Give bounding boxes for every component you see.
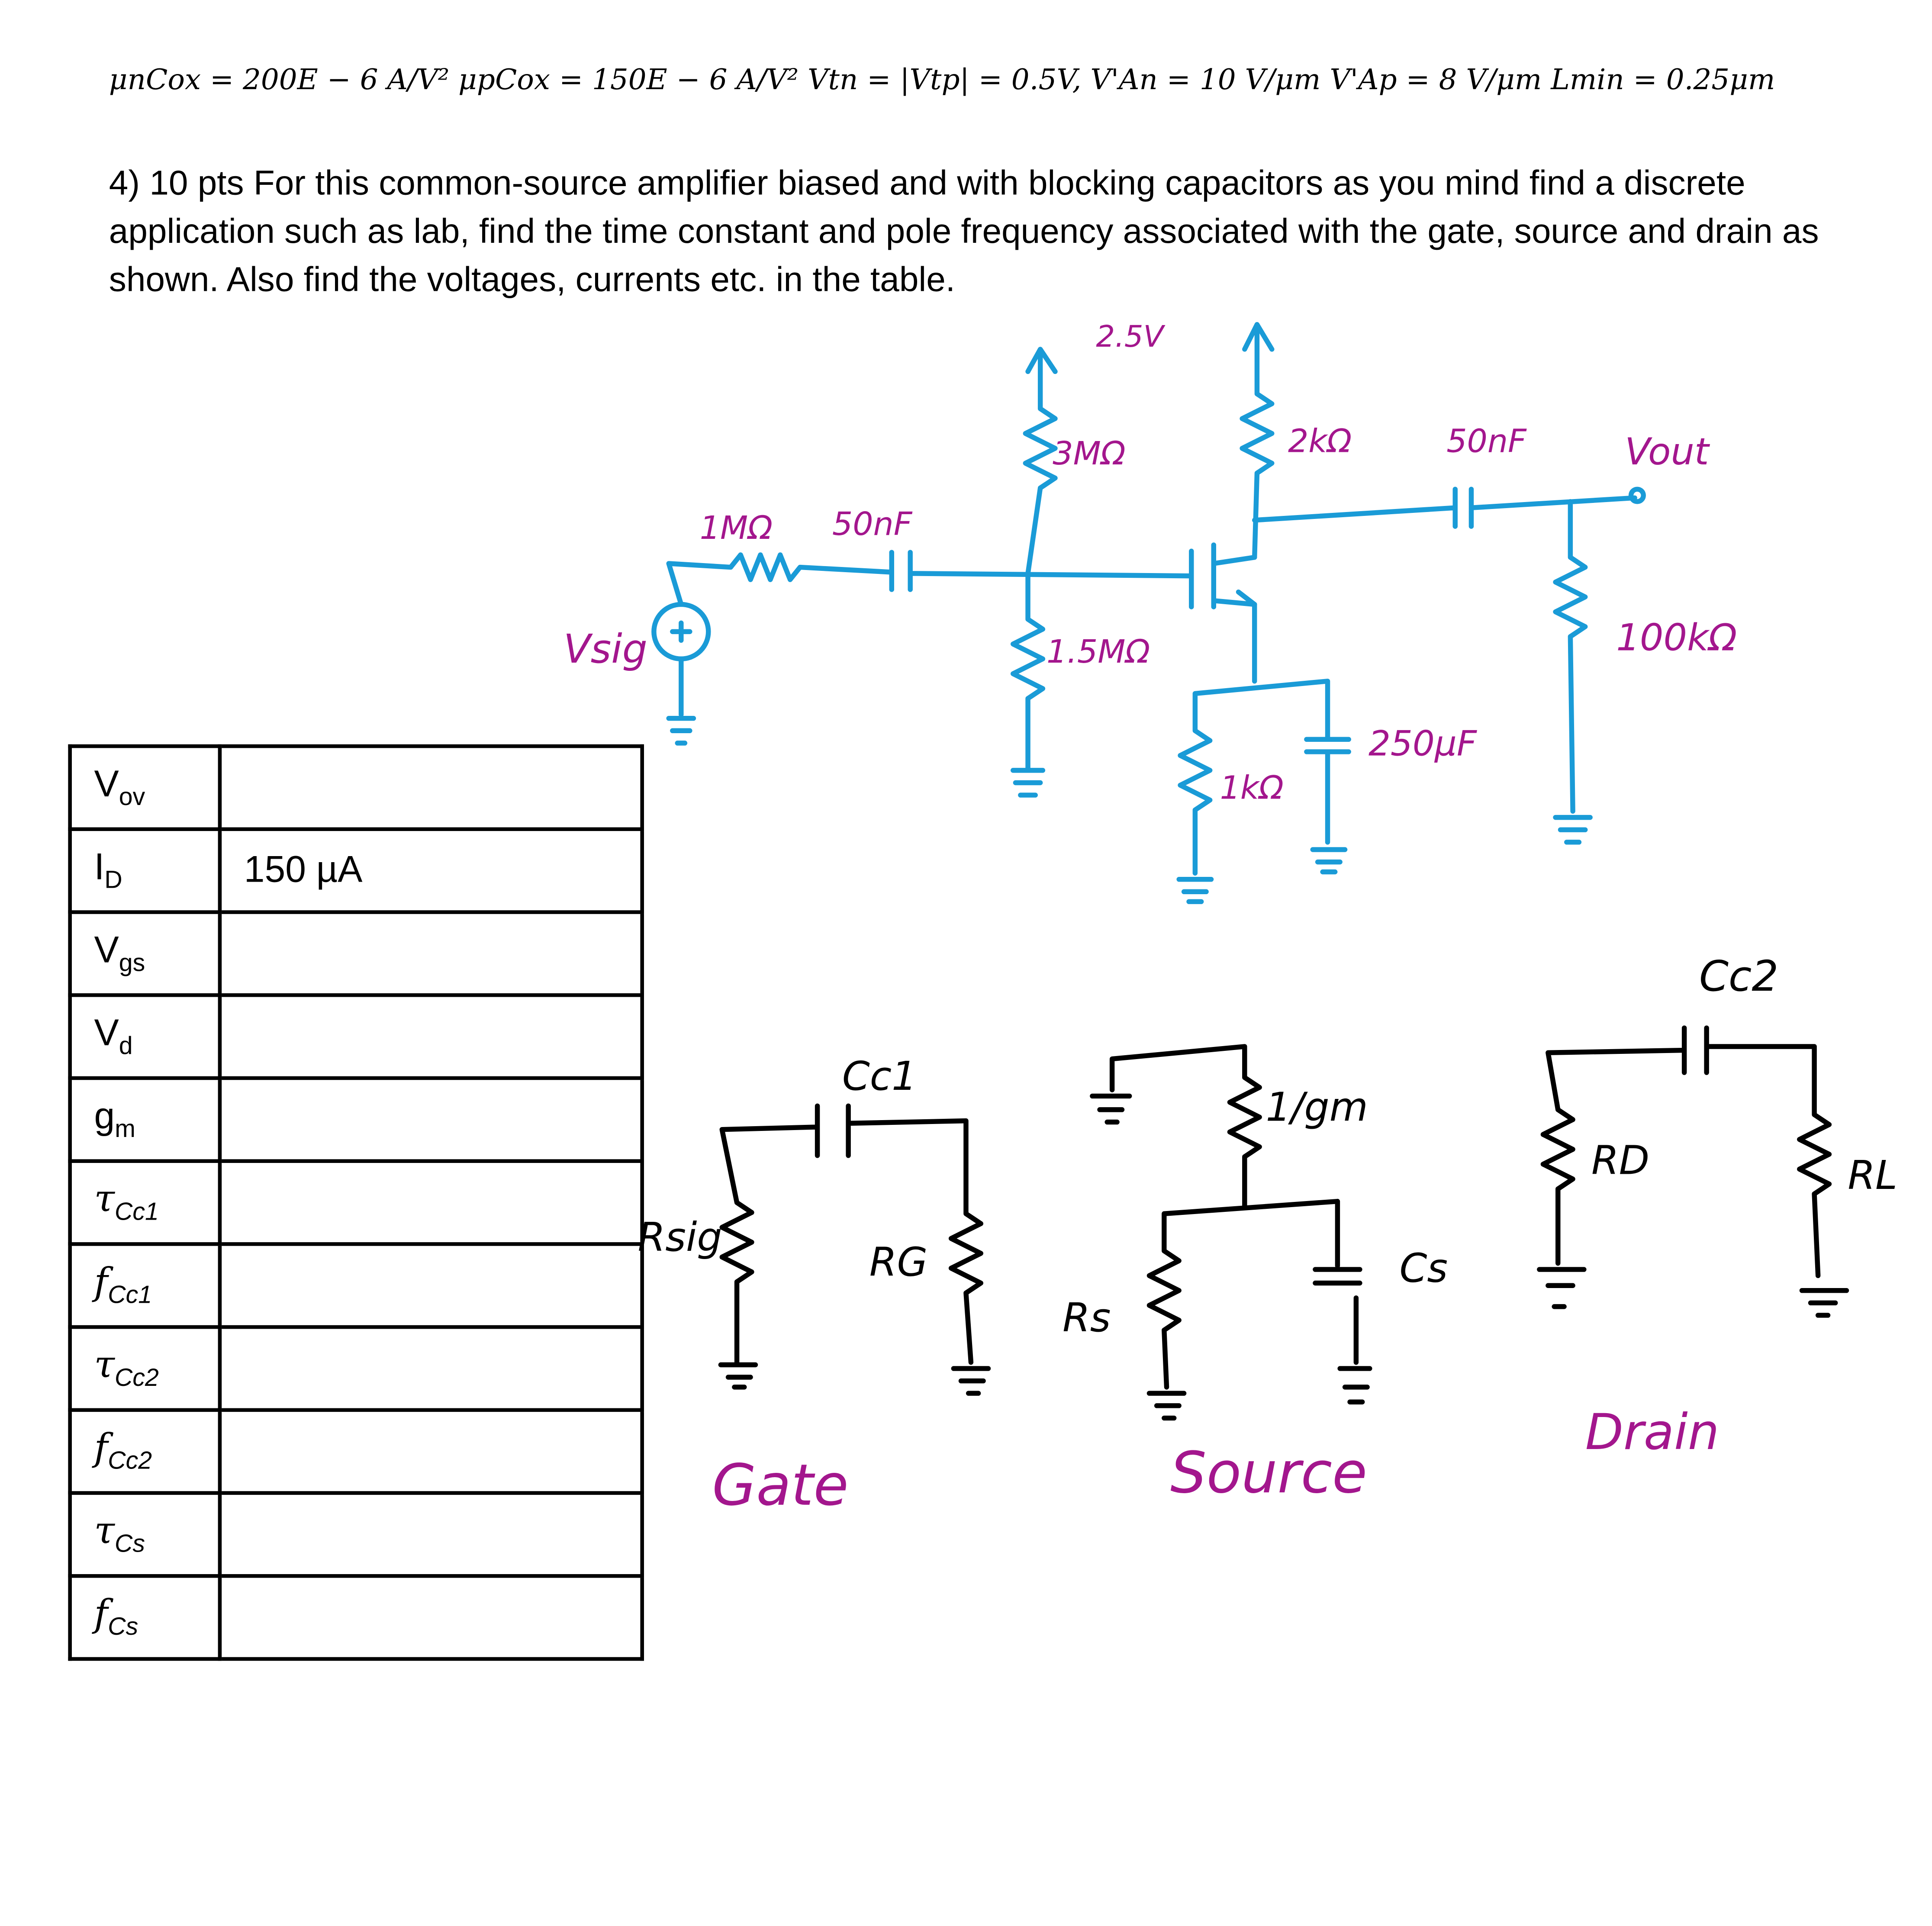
symbol: τ bbox=[94, 1178, 115, 1221]
question-text: 4) 10 pts For this common-source amplifi… bbox=[109, 163, 1819, 299]
r-d-label: 2kΩ bbox=[1288, 422, 1352, 460]
subscript: Cc2 bbox=[108, 1448, 152, 1475]
r-load-label: 100kΩ bbox=[1616, 616, 1737, 659]
row-label: Vov bbox=[68, 744, 222, 831]
subscript: gs bbox=[119, 949, 145, 977]
source-title: Source bbox=[1170, 1440, 1367, 1506]
c-s-label: 250μF bbox=[1368, 724, 1478, 764]
row-label: Vgs bbox=[68, 910, 222, 997]
subscript: D bbox=[104, 866, 122, 894]
row-value[interactable]: 150 µA bbox=[218, 827, 644, 914]
row-label: ID bbox=[68, 827, 222, 914]
row-label: fCs bbox=[68, 1574, 222, 1661]
symbol: f bbox=[94, 1427, 108, 1470]
subscript: Cc1 bbox=[115, 1198, 159, 1226]
gate-title: Gate bbox=[712, 1453, 848, 1519]
gate-cap-label: Cc1 bbox=[842, 1053, 917, 1099]
subscript: Cc1 bbox=[108, 1282, 152, 1309]
table-row: fCs bbox=[68, 1574, 644, 1661]
table-row: Vov bbox=[68, 744, 644, 831]
row-value[interactable] bbox=[218, 1159, 644, 1246]
r-s-label: 1kΩ bbox=[1220, 769, 1284, 807]
c-out-label: 50nF bbox=[1446, 422, 1527, 460]
symbol: f bbox=[94, 1592, 108, 1636]
row-value[interactable] bbox=[218, 1408, 644, 1495]
c-in-label: 50nF bbox=[832, 505, 913, 543]
row-value[interactable] bbox=[218, 1325, 644, 1412]
row-value[interactable] bbox=[218, 1574, 644, 1661]
table-row: τCs bbox=[68, 1491, 644, 1578]
gate-rsig-label: Rsig bbox=[638, 1214, 722, 1260]
gate-subcircuit bbox=[718, 1103, 991, 1396]
row-value[interactable] bbox=[218, 1491, 644, 1578]
symbol: τ bbox=[94, 1343, 115, 1387]
table-row: τCc2 bbox=[68, 1325, 644, 1412]
symbol: V bbox=[94, 763, 119, 805]
vout-label: Vout bbox=[1625, 430, 1710, 473]
row-label: τCc2 bbox=[68, 1325, 222, 1412]
gate-rg-label: RG bbox=[869, 1239, 928, 1285]
r-bottom-label: 1.5MΩ bbox=[1046, 633, 1150, 670]
source-subcircuit bbox=[1090, 1044, 1372, 1421]
table-row: Vd bbox=[68, 993, 644, 1080]
symbol: I bbox=[94, 846, 105, 888]
table-row: fCc2 bbox=[68, 1408, 644, 1495]
row-label: fCc1 bbox=[68, 1242, 222, 1329]
vdd-label: 2.5V bbox=[1096, 319, 1165, 354]
r-top-label: 3MΩ bbox=[1053, 435, 1125, 472]
row-label: τCs bbox=[68, 1491, 222, 1578]
amplifier-schematic bbox=[651, 322, 1646, 904]
symbol: τ bbox=[94, 1510, 115, 1553]
row-label: fCc2 bbox=[68, 1408, 222, 1495]
symbol: g bbox=[94, 1095, 115, 1137]
subscript: Cc2 bbox=[115, 1365, 159, 1392]
subscript: Cs bbox=[108, 1614, 138, 1641]
subscript: m bbox=[115, 1115, 135, 1143]
r-sig-label: 1MΩ bbox=[700, 509, 773, 547]
table-row: Vgs bbox=[68, 910, 644, 997]
table-row: gm bbox=[68, 1076, 644, 1163]
vsig-label: Vsig bbox=[564, 626, 647, 672]
drain-subcircuit bbox=[1537, 1025, 1849, 1318]
table-row: τCc1 bbox=[68, 1159, 644, 1246]
source-gm-label: 1/gm bbox=[1265, 1084, 1368, 1130]
row-value[interactable] bbox=[218, 910, 644, 997]
row-label: Vd bbox=[68, 993, 222, 1080]
symbol: V bbox=[94, 1012, 119, 1053]
table-row: fCc1 bbox=[68, 1242, 644, 1329]
source-cs-label: Cs bbox=[1399, 1245, 1448, 1292]
symbol: V bbox=[94, 929, 119, 970]
row-value[interactable] bbox=[218, 744, 644, 831]
subscript: d bbox=[119, 1032, 133, 1060]
drain-cap-label: Cc2 bbox=[1699, 952, 1778, 1001]
row-value[interactable] bbox=[218, 1242, 644, 1329]
parameter-equations: μnCox = 200E − 6 A/V² μpCox = 150E − 6 A… bbox=[109, 64, 1775, 97]
drain-rd-label: RD bbox=[1591, 1137, 1649, 1184]
row-label: τCc1 bbox=[68, 1159, 222, 1246]
row-label: gm bbox=[68, 1076, 222, 1163]
row-value[interactable] bbox=[218, 1076, 644, 1163]
source-rs-label: Rs bbox=[1063, 1295, 1111, 1341]
drain-title: Drain bbox=[1585, 1403, 1719, 1461]
drain-rl-label: RL bbox=[1848, 1152, 1897, 1198]
subscript: Cs bbox=[115, 1530, 145, 1558]
subscript: ov bbox=[119, 783, 145, 811]
row-value[interactable] bbox=[218, 993, 644, 1080]
symbol: f bbox=[94, 1261, 108, 1304]
